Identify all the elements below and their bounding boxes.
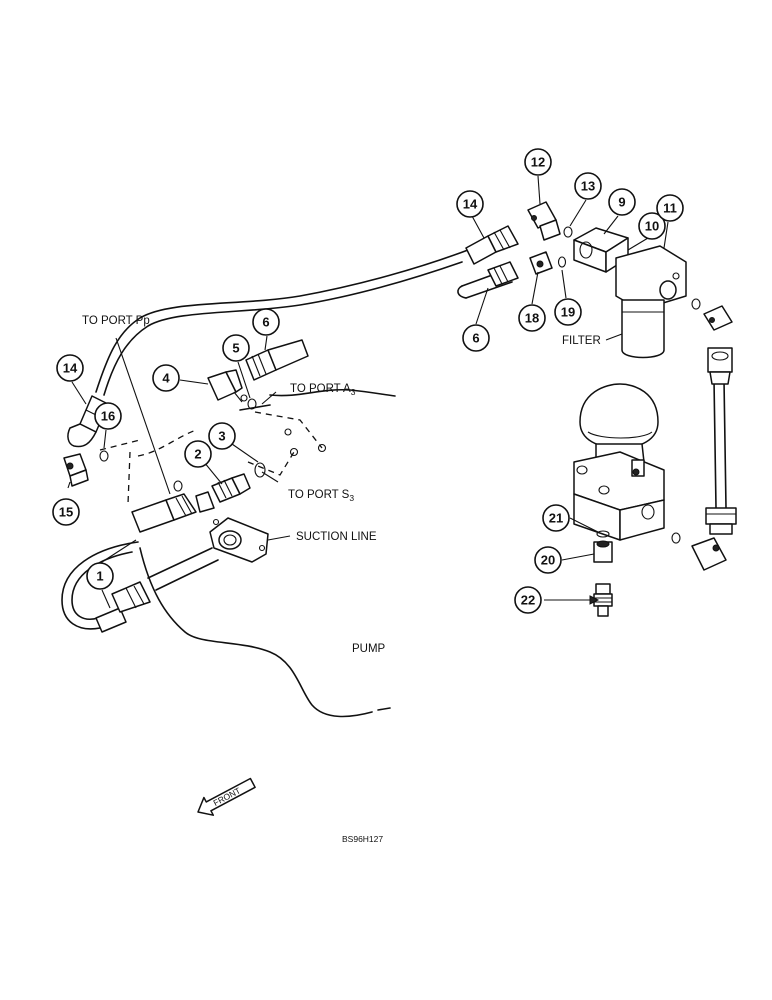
o-ring-valve-side bbox=[671, 532, 681, 544]
svg-text:10: 10 bbox=[645, 219, 659, 234]
callout-4: 4 bbox=[152, 364, 180, 392]
svg-text:3: 3 bbox=[218, 429, 225, 444]
front-arrow-icon: FRONT bbox=[197, 777, 256, 816]
label-filter: FILTER bbox=[562, 335, 601, 347]
callout-1a: 1 bbox=[86, 562, 114, 590]
hose-end-fitting-6-right bbox=[487, 261, 519, 287]
leader-lines bbox=[67, 175, 669, 609]
o-ring-16 bbox=[99, 450, 109, 462]
plug-20 bbox=[593, 540, 613, 563]
hose-end-fitting-6-left bbox=[245, 339, 309, 381]
callout-9: 9 bbox=[608, 188, 636, 216]
callout-11: 11 bbox=[656, 194, 684, 222]
callout-5: 5 bbox=[222, 334, 250, 362]
svg-text:14: 14 bbox=[63, 361, 78, 376]
fitting-1-upper bbox=[131, 491, 215, 533]
fitting-1-lower bbox=[95, 581, 151, 633]
figure-code: BS96H127 bbox=[342, 834, 383, 844]
vertical-hose-fittings bbox=[705, 347, 737, 535]
svg-text:9: 9 bbox=[618, 195, 625, 210]
svg-text:13: 13 bbox=[581, 179, 595, 194]
o-ring-5 bbox=[247, 398, 257, 410]
hose-end-fitting-14-top bbox=[465, 225, 519, 265]
callout-14-top: 14 bbox=[456, 190, 484, 218]
svg-text:2: 2 bbox=[194, 447, 201, 462]
hose-vertical-right bbox=[713, 379, 727, 509]
svg-text:18: 18 bbox=[525, 311, 539, 326]
o-ring-21 bbox=[596, 530, 610, 538]
callout-6-left: 6 bbox=[252, 308, 280, 336]
svg-text:21: 21 bbox=[549, 511, 563, 526]
svg-text:14: 14 bbox=[463, 197, 478, 212]
callout-19: 19 bbox=[554, 298, 582, 326]
elbow-fitting-15 bbox=[63, 453, 89, 487]
callout-12: 12 bbox=[524, 148, 552, 176]
o-ring-3 bbox=[254, 462, 266, 478]
svg-text:11: 11 bbox=[663, 201, 677, 216]
svg-text:15: 15 bbox=[59, 505, 73, 520]
elbow-fitting-12 bbox=[527, 201, 561, 241]
adapter-18 bbox=[529, 251, 553, 275]
callout-3: 3 bbox=[208, 422, 236, 450]
hose-suction-loop bbox=[61, 541, 139, 630]
callout-21: 21 bbox=[542, 504, 570, 532]
elbow-fitting-4 bbox=[207, 369, 248, 403]
hose-upper bbox=[95, 249, 469, 393]
dashed-line-a3 bbox=[254, 411, 323, 449]
callout-15: 15 bbox=[52, 498, 80, 526]
callout-18: 18 bbox=[518, 304, 546, 332]
pilot-control-valve bbox=[573, 383, 665, 541]
label-suction-line: SUCTION LINE bbox=[296, 531, 377, 543]
filter-assembly bbox=[573, 227, 687, 359]
svg-text:16: 16 bbox=[101, 409, 115, 424]
callout-20: 20 bbox=[534, 546, 562, 574]
o-ring-19 bbox=[557, 256, 567, 268]
svg-text:5: 5 bbox=[232, 341, 239, 356]
callout-6-right: 6 bbox=[462, 324, 490, 352]
pump-outline bbox=[139, 547, 373, 718]
label-to-port-a3: TO PORT A3 bbox=[290, 383, 356, 397]
callout-2: 2 bbox=[184, 440, 212, 468]
callout-16: 16 bbox=[94, 402, 122, 430]
svg-text:4: 4 bbox=[162, 371, 170, 386]
label-to-port-pp: TO PORT Pp bbox=[82, 315, 150, 327]
fitting-22 bbox=[593, 583, 613, 617]
suction-line-flange bbox=[209, 517, 269, 563]
svg-text:6: 6 bbox=[262, 315, 269, 330]
svg-text:6: 6 bbox=[472, 331, 479, 346]
dashed-line-s3 bbox=[247, 451, 295, 476]
svg-text:19: 19 bbox=[561, 305, 575, 320]
label-pump: PUMP bbox=[352, 643, 386, 655]
fitting-2 bbox=[211, 473, 251, 503]
callout-13: 13 bbox=[574, 172, 602, 200]
o-ring-13 bbox=[563, 226, 573, 238]
svg-text:12: 12 bbox=[531, 155, 545, 170]
filter-outlet-elbow bbox=[691, 298, 733, 331]
callout-14-left: 14 bbox=[56, 354, 84, 382]
svg-text:1: 1 bbox=[96, 569, 103, 584]
svg-text:20: 20 bbox=[541, 553, 555, 568]
callout-22: 22 bbox=[514, 586, 542, 614]
label-to-port-s3: TO PORT S3 bbox=[288, 489, 354, 503]
elbow-fitting-valve bbox=[691, 537, 727, 571]
callout-10: 10 bbox=[638, 212, 666, 240]
svg-text:22: 22 bbox=[521, 593, 535, 608]
